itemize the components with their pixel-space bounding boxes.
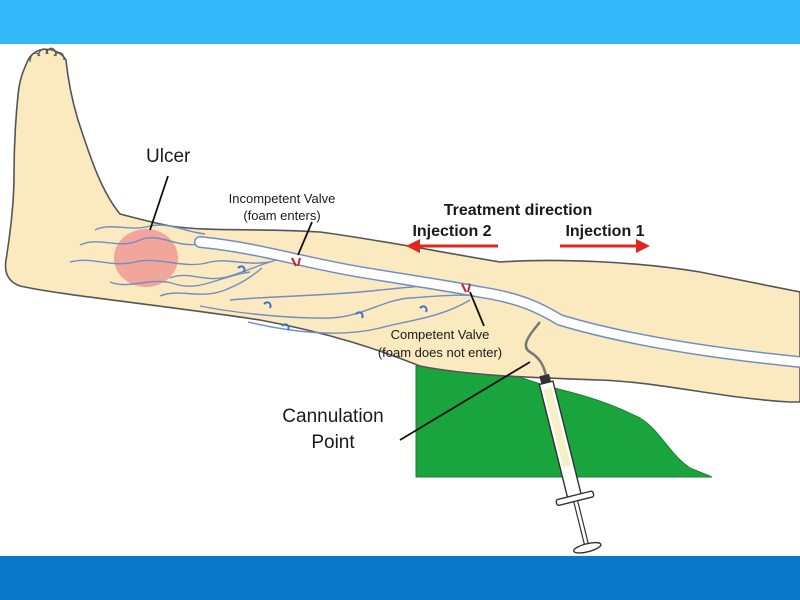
incompetent-valve-label-line2: (foam enters): [243, 208, 320, 223]
injection-1-label: Injection 1: [565, 223, 644, 240]
cannulation-label-line2: Point: [311, 432, 355, 453]
ulcer-leader: [150, 176, 168, 230]
competent-valve-label-line2: (foam does not enter): [378, 345, 502, 360]
incompetent-valve-label-line1: Incompetent Valve: [229, 191, 336, 206]
bottom-banner: [0, 556, 800, 600]
ulcer-label: Ulcer: [146, 146, 191, 167]
injection-2-label: Injection 2: [412, 223, 491, 240]
treatment-arrows: [406, 239, 650, 253]
cannulation-label-line1: Cannulation: [282, 406, 383, 427]
competent-valve-label-line1: Competent Valve: [391, 327, 490, 342]
treatment-direction-label: Treatment direction: [444, 202, 592, 219]
